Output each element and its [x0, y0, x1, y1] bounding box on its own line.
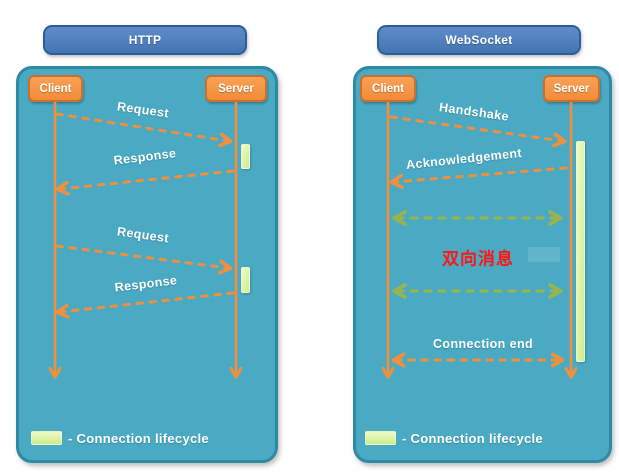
http-activation-bar-2: [241, 267, 250, 293]
http-activation-bar-1: [241, 144, 250, 169]
http-legend-label: - Connection lifecycle: [68, 431, 209, 446]
http-client-box: Client: [28, 75, 83, 102]
websocket-legend-label: - Connection lifecycle: [402, 431, 543, 446]
http-legend-swatch: [31, 431, 62, 445]
websocket-legend-swatch: [365, 431, 396, 445]
http-title-bar: HTTP: [43, 25, 247, 55]
websocket-client-box: Client: [360, 75, 416, 102]
http-server-box: Server: [205, 75, 267, 102]
websocket-title-bar: WebSocket: [377, 25, 581, 55]
websocket-connection-end-label: Connection end: [432, 337, 534, 351]
websocket-bidirectional-note: 双向消息: [442, 249, 514, 269]
websocket-activation-bar: [576, 141, 585, 362]
websocket-server-box: Server: [543, 75, 600, 102]
highlight-artifact: [528, 247, 560, 262]
http-panel: [16, 66, 278, 463]
